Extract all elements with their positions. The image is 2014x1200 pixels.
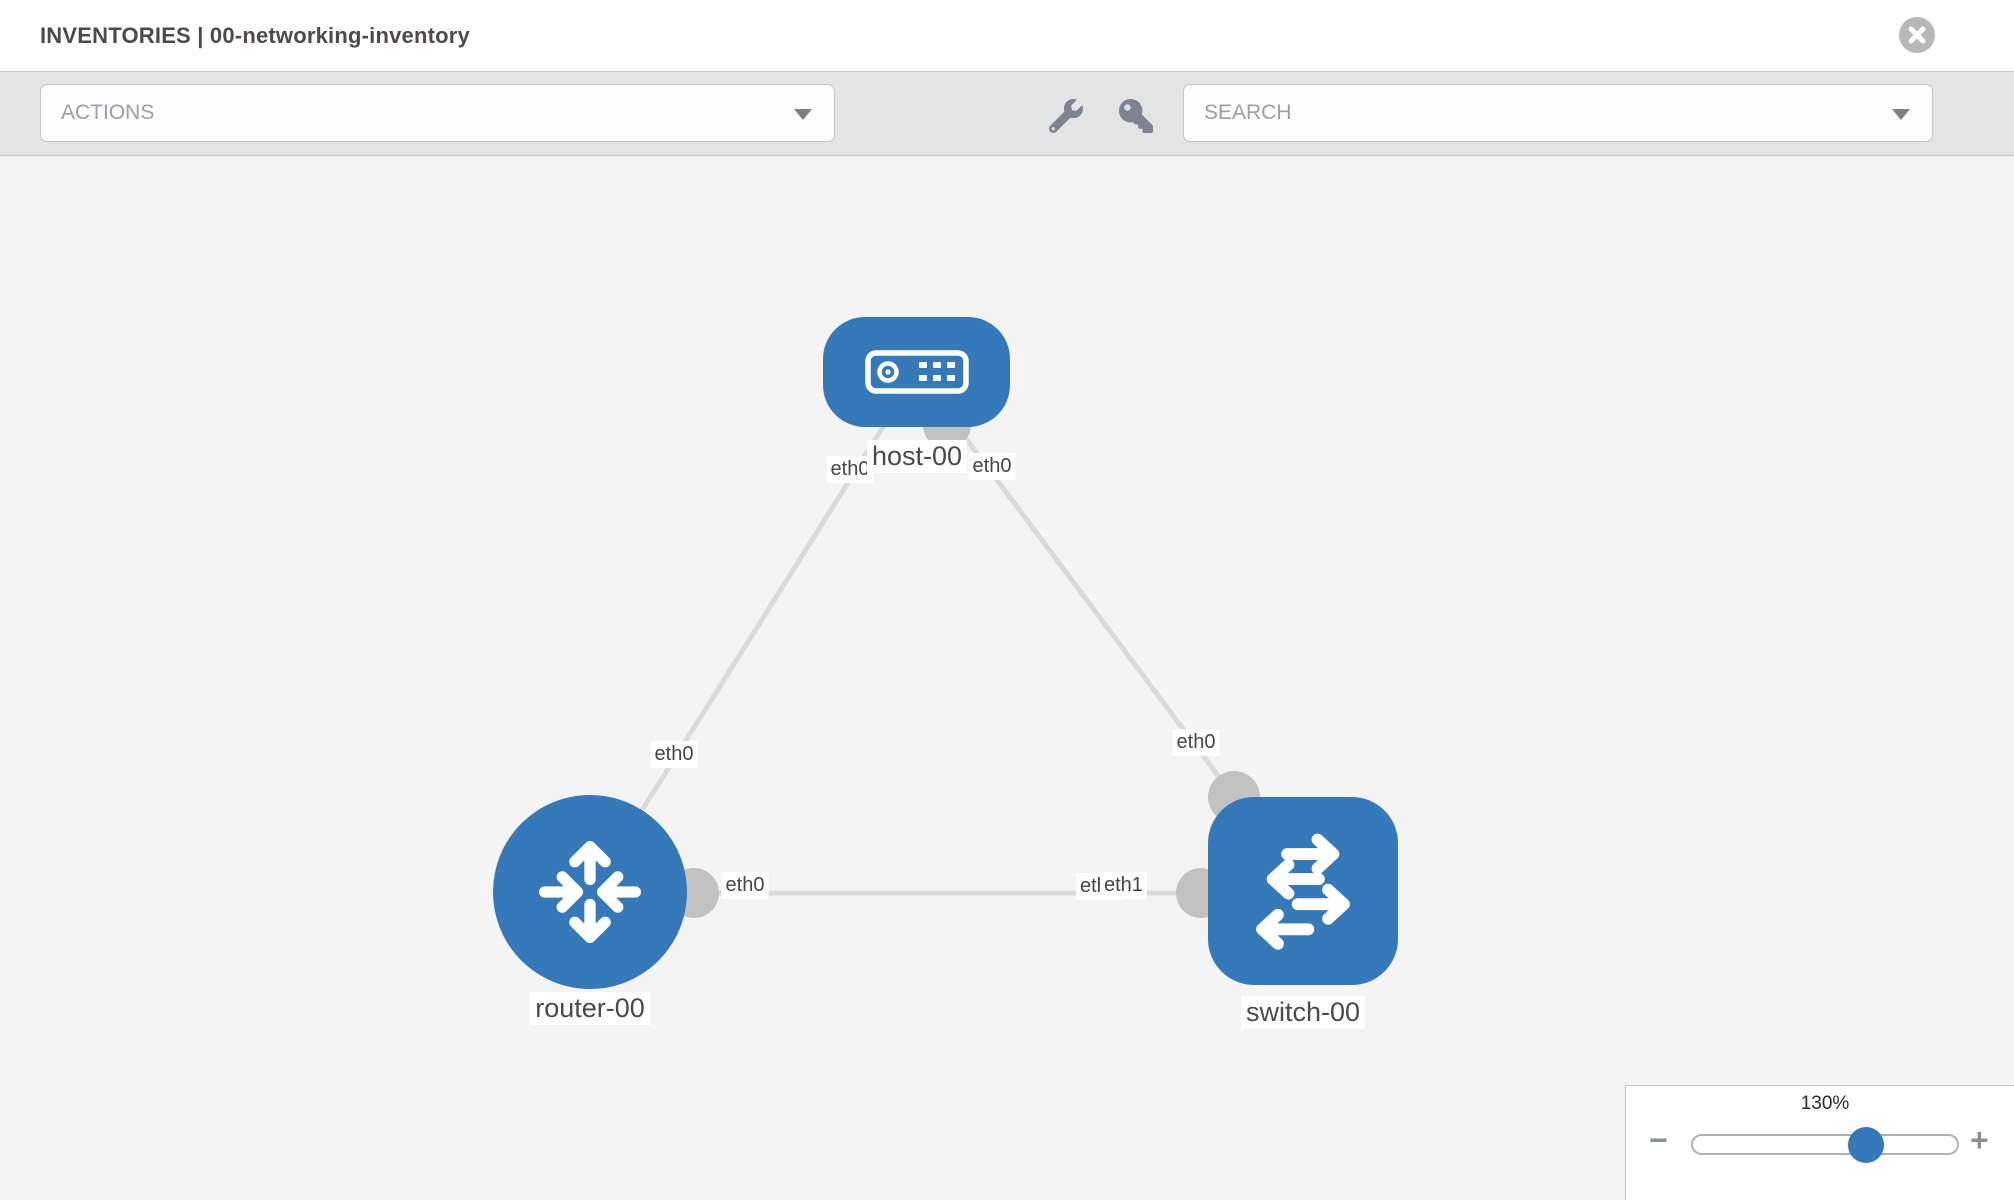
chevron-down-icon [1892,109,1910,120]
zoom-out-button[interactable]: − [1649,1122,1668,1158]
router-icon [538,840,642,944]
interface-label: eth0 [650,741,698,768]
node-switch-00[interactable] [1208,797,1398,985]
interface-label: eth0 [721,872,769,899]
node-label-router: router-00 [530,992,650,1025]
zoom-percentage: 130% [1800,1093,1850,1114]
host-icon [864,350,969,394]
interface-label: eth0 [1172,729,1220,756]
chevron-down-icon [794,109,812,120]
zoom-in-button[interactable]: + [1970,1122,1989,1158]
switch-icon [1256,833,1350,950]
topology-canvas[interactable]: host-00 router-00 switch-00 eth0 eth0 et… [0,157,2014,1200]
node-label-switch: switch-00 [1240,996,1366,1029]
close-icon [1908,26,1926,44]
zoom-slider-track[interactable] [1691,1127,1959,1163]
key-icon[interactable] [1119,99,1153,133]
zoom-slider-thumb[interactable] [1848,1127,1884,1163]
node-host-00[interactable] [823,317,1010,427]
header: INVENTORIES | 00-networking-inventory [0,0,2014,71]
toolbar: ACTIONS SEARCH [0,71,2014,156]
actions-dropdown-label: ACTIONS [61,101,155,124]
node-router-00[interactable] [493,795,687,989]
zoom-panel: 130% − + [1625,1085,2014,1200]
search-input[interactable]: SEARCH [1183,84,1933,142]
node-label-host: host-00 [866,440,968,473]
interface-label: eth1 [1100,872,1147,899]
search-placeholder: SEARCH [1204,101,1292,124]
interface-label: eth0 [826,456,874,483]
close-button[interactable] [1899,17,1935,53]
topology-edges [587,371,1303,918]
wrench-icon[interactable] [1049,99,1083,133]
interface-label: eth0 [968,453,1016,480]
page-title: INVENTORIES | 00-networking-inventory [40,22,470,48]
link-host-switch[interactable] [914,371,1237,799]
actions-dropdown[interactable]: ACTIONS [40,84,835,142]
